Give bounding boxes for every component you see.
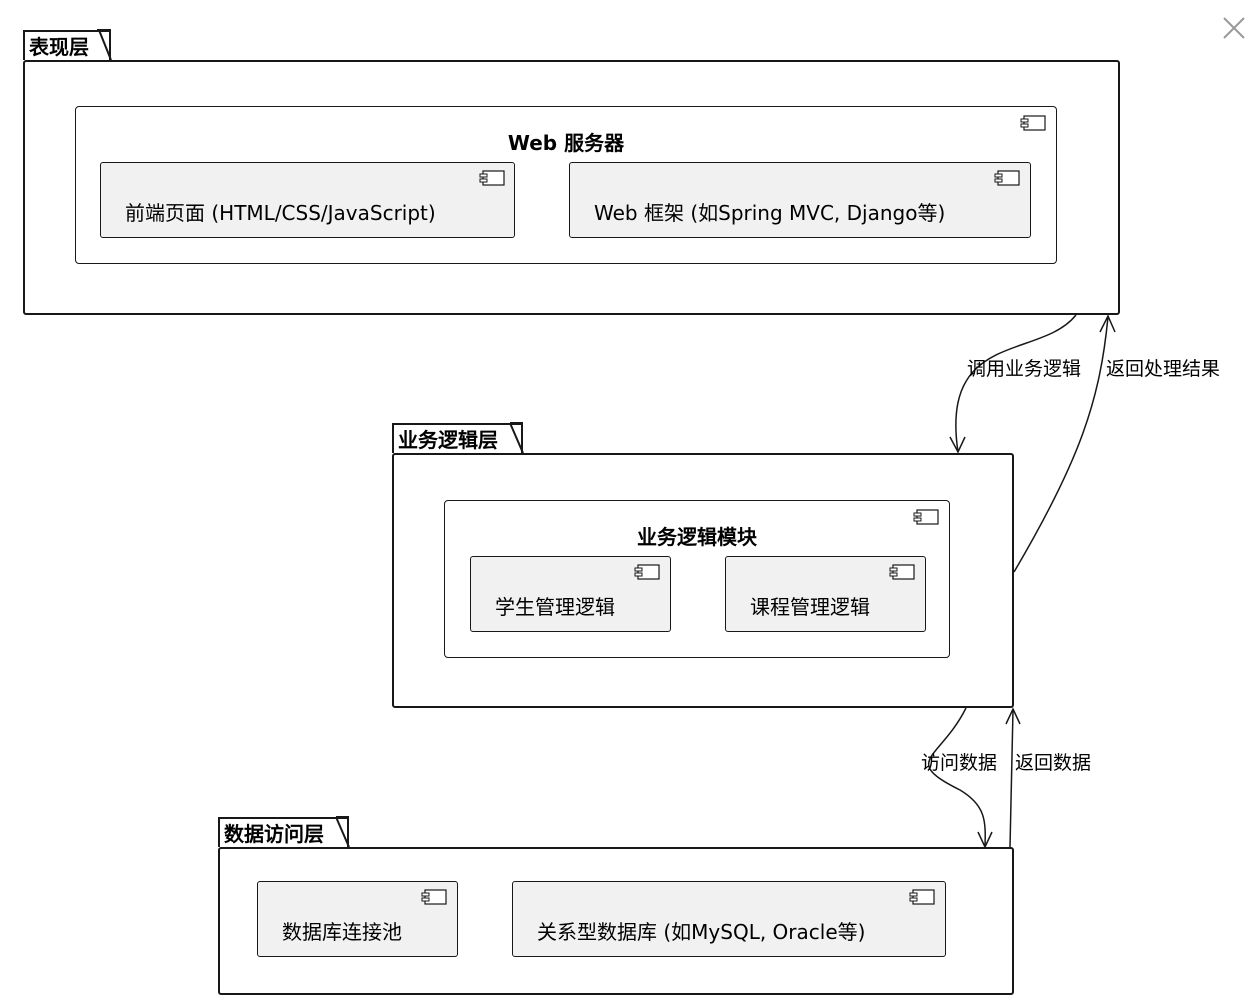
- course-logic-component: 课程管理逻辑: [725, 556, 926, 632]
- business-layer-label: 业务逻辑层: [398, 428, 498, 452]
- connection-pool-component: 数据库连接池: [257, 881, 458, 957]
- arrow-access-data-head: [977, 831, 993, 849]
- component-icon: [634, 564, 660, 580]
- component-icon: [909, 889, 935, 905]
- arrow-return-result-head: [1099, 314, 1116, 333]
- business-module-component: 业务逻辑模块 学生管理逻辑 课程管理逻辑: [444, 500, 950, 658]
- presentation-layer: Web 服务器 前端页面 (HTML/CSS/JavaScript) Web 框…: [23, 60, 1120, 315]
- arrow-call-business: [955, 314, 1077, 453]
- arrow-access-data: [927, 707, 986, 847]
- student-logic-label: 学生管理逻辑: [495, 595, 615, 619]
- component-icon: [889, 564, 915, 580]
- component-icon: [994, 170, 1020, 186]
- close-icon[interactable]: [1222, 16, 1246, 40]
- component-icon: [1020, 115, 1046, 131]
- arrow-return-data: [1009, 709, 1014, 848]
- business-module-title: 业务逻辑模块: [637, 525, 757, 549]
- arrow-return-result: [1013, 316, 1109, 573]
- web-framework-label: Web 框架 (如Spring MVC, Django等): [594, 201, 946, 225]
- connection-pool-label: 数据库连接池: [282, 920, 402, 944]
- presentation-layer-tab: 表现层: [23, 30, 111, 60]
- arrow-return-data-head: [1005, 707, 1021, 725]
- arrow-label-access-data: 访问数据: [921, 752, 998, 774]
- data-access-layer-label: 数据访问层: [224, 822, 324, 846]
- data-access-layer: 数据库连接池 关系型数据库 (如MySQL, Oracle等): [218, 847, 1014, 995]
- arrow-label-call-business: 调用业务逻辑: [967, 358, 1082, 380]
- relational-database-label: 关系型数据库 (如MySQL, Oracle等): [537, 920, 866, 944]
- data-access-layer-tab: 数据访问层: [218, 817, 349, 847]
- business-layer-tab: 业务逻辑层: [392, 423, 523, 453]
- frontend-pages-label: 前端页面 (HTML/CSS/JavaScript): [125, 201, 436, 225]
- web-server-title: Web 服务器: [507, 131, 625, 155]
- web-framework-component: Web 框架 (如Spring MVC, Django等): [569, 162, 1031, 238]
- component-icon: [913, 509, 939, 525]
- course-logic-label: 课程管理逻辑: [750, 595, 870, 619]
- arrow-label-return-data: 返回数据: [1015, 752, 1092, 774]
- presentation-layer-label: 表现层: [29, 35, 89, 59]
- arrow-call-business-head: [949, 436, 966, 454]
- business-layer: 业务逻辑模块 学生管理逻辑 课程管理逻辑: [392, 453, 1014, 708]
- presentation-tab-slant: [97, 29, 112, 61]
- frontend-pages-component: 前端页面 (HTML/CSS/JavaScript): [100, 162, 515, 238]
- data-access-tab-slant: [335, 816, 350, 848]
- component-icon: [479, 170, 505, 186]
- relational-database-component: 关系型数据库 (如MySQL, Oracle等): [512, 881, 946, 957]
- arrow-label-return-result: 返回处理结果: [1106, 358, 1221, 380]
- business-tab-slant: [509, 422, 524, 454]
- web-server-component: Web 服务器 前端页面 (HTML/CSS/JavaScript) Web 框…: [75, 106, 1057, 264]
- component-icon: [421, 889, 447, 905]
- student-logic-component: 学生管理逻辑: [470, 556, 671, 632]
